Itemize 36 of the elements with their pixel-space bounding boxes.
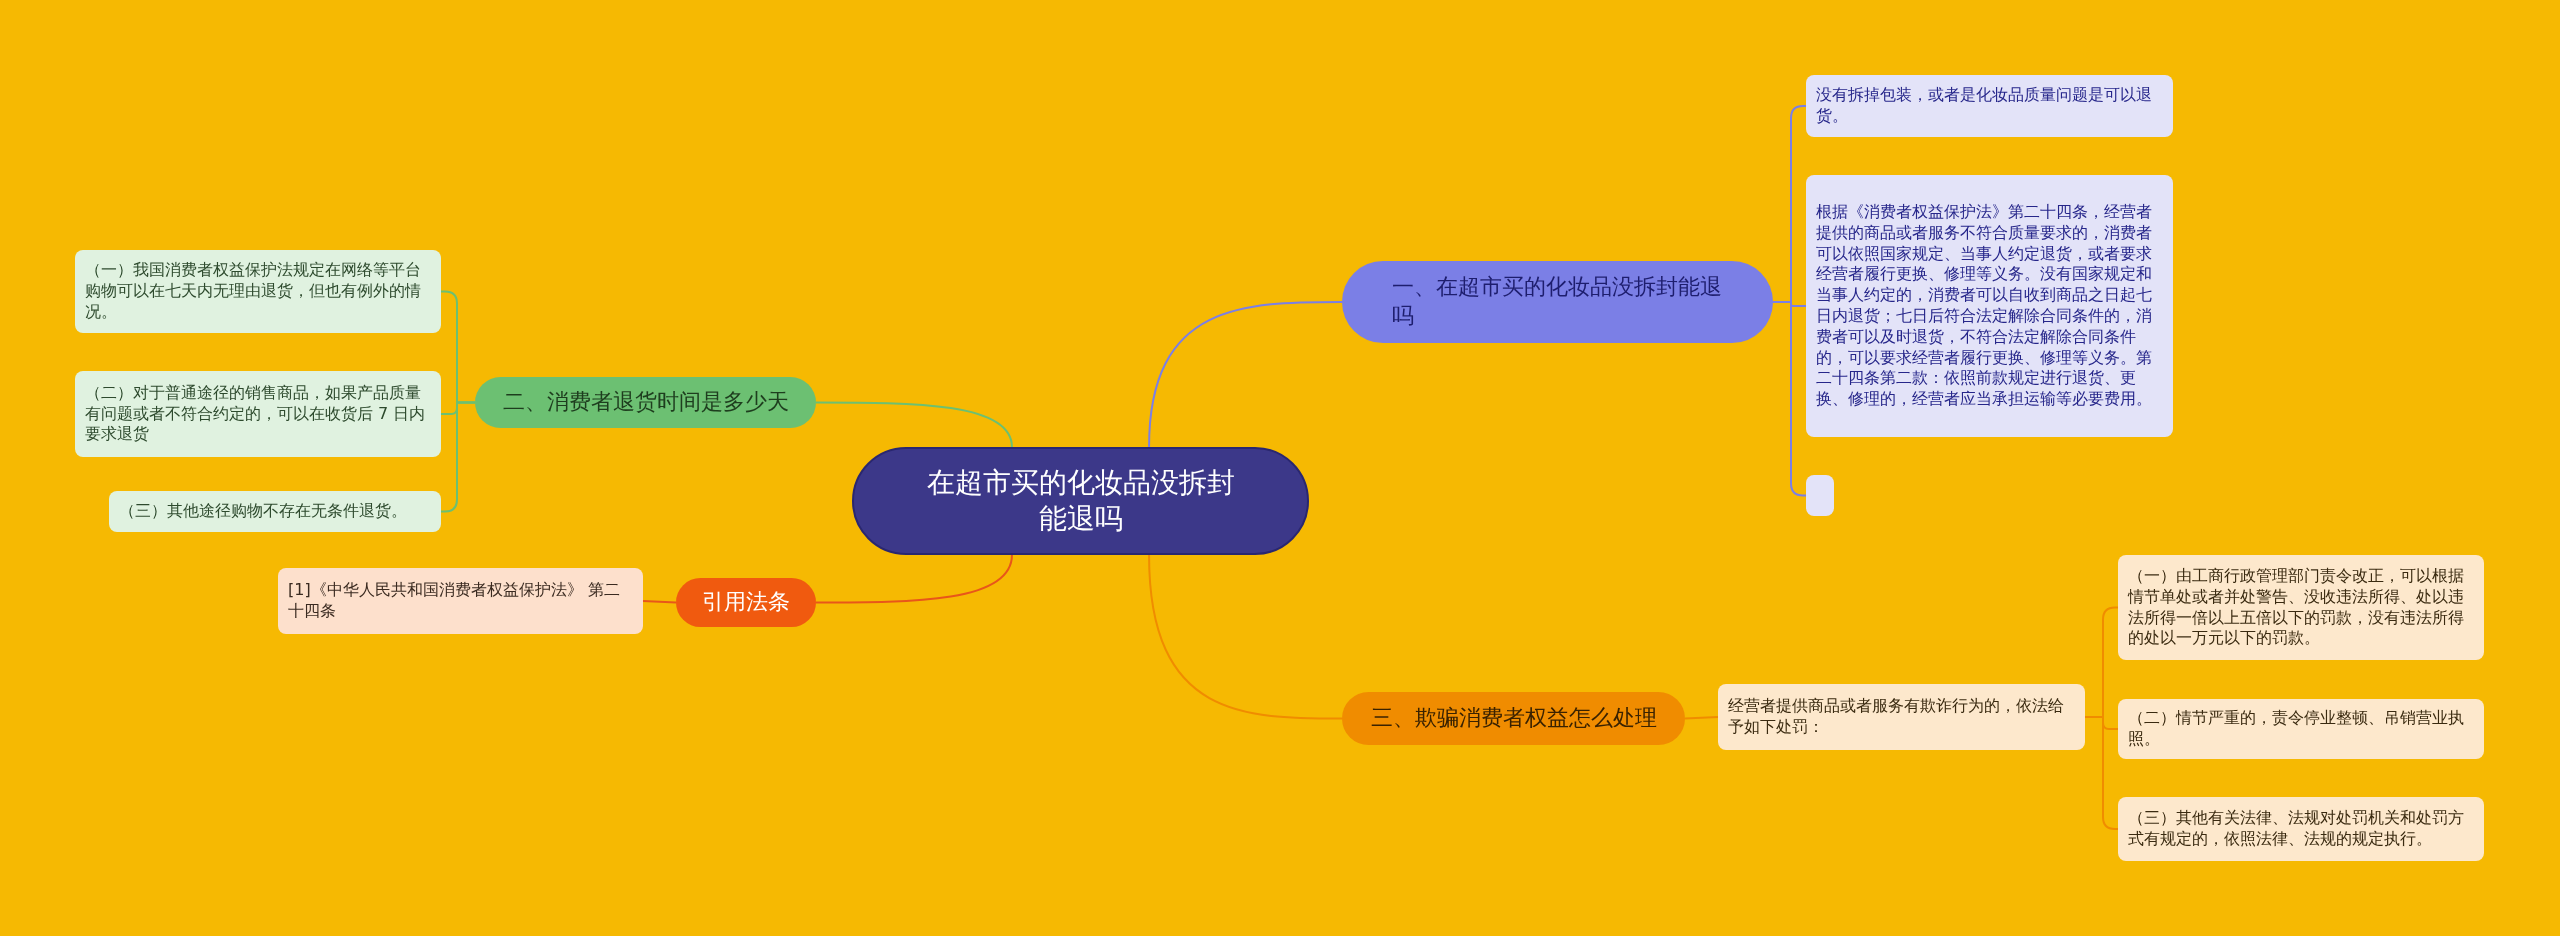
- branch-topic-text: 引用法条: [702, 588, 790, 617]
- connector-line: [1684, 716, 1719, 720]
- leaf-card: [1806, 75, 2173, 137]
- branch-topic: [475, 377, 816, 428]
- leaf-text: （三）其他途径购物不存在无条件退货。: [119, 501, 407, 522]
- leaf-text: [1]《中华人民共和国消费者权益保护法》 第二十四条: [288, 580, 621, 622]
- branch-topic-text: 三、欺骗消费者权益怎么处理: [1370, 704, 1657, 733]
- leaf-card: [1718, 684, 2085, 750]
- leaf-text: 根据《消费者权益保护法》第二十四条，经营者提供的商品或者服务不符合质量要求的，消费者可以依照国家规定、当事人约定退货，或者要求经营者履行更换、修理等义务。没有国家规定和当事人约定的，消费者可以自收到商品之日起七日内退货；七日后符合法定解除合同条件的，消费者可以及时退货，不符合法定解除合同条件的，可以要求经营者履行更换、修理等义务。第二十四条第二款：依照前款规定进行退货、更换、修理的，经营者应当承担运输等必要费用。: [1816, 202, 2153, 410]
- leaf-text: （二）对于普通途径的销售商品，如果产品质量有问题或者不符合约定的，可以在收货后 7 日内要求退货: [85, 382, 427, 446]
- leaf-text: （一）我国消费者权益保护法规定在网络等平台购物可以在七天内无理由退货，但也有例外的情况。: [85, 260, 422, 323]
- branch-topic-text: 一、在超市买的化妆品没拆封能退吗: [1392, 273, 1723, 330]
- leaf-card: [278, 568, 643, 634]
- root-topic-text: 在超市买的化妆品没拆封能退吗: [925, 464, 1236, 537]
- leaf-card: [2118, 699, 2484, 759]
- leaf-text: 经营者提供商品或者服务有欺诈行为的，依法给予如下处罚：: [1728, 696, 2065, 738]
- leaf-card: [1806, 175, 2173, 437]
- empty-card: [1806, 475, 1834, 516]
- connector-line: [1772, 301, 1807, 497]
- branch-topic-text: 二、消费者退货时间是多少天: [502, 388, 789, 417]
- connector-line: [1148, 554, 1343, 720]
- connector-line: [642, 600, 677, 604]
- leaf-card: [75, 371, 441, 457]
- branch-topic: [676, 578, 816, 627]
- leaf-text: （三）其他有关法律、法规对处罚机关和处罚方式有规定的，依照法律、法规的规定执行。: [2128, 808, 2465, 850]
- leaf-text: 没有拆掉包装，或者是化妆品质量问题是可以退货。: [1816, 85, 2153, 127]
- leaf-text: （一）由工商行政管理部门责令改正，可以根据情节单处或者并处警告、没收违法所得、处以违法所得一倍以上五倍以下的罚款，没有违法所得的处以一万元以下的罚款。: [2128, 565, 2465, 650]
- leaf-card: [109, 491, 441, 532]
- leaf-card: [2118, 555, 2484, 660]
- leaf-card: [2118, 797, 2484, 861]
- leaf-card: [75, 250, 441, 333]
- leaf-text: （二）情节严重的，责令停业整顿、吊销营业执照。: [2128, 708, 2465, 750]
- connector-line: [815, 401, 1013, 448]
- connector-line: [2084, 716, 2119, 830]
- connector-line: [815, 554, 1013, 604]
- connector-line: [1148, 301, 1343, 448]
